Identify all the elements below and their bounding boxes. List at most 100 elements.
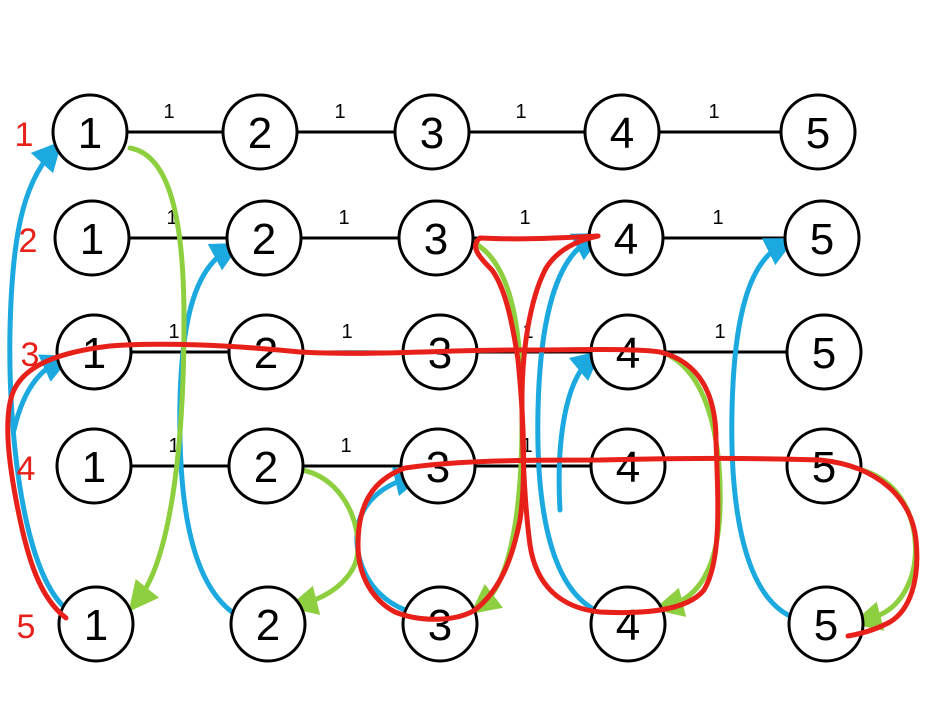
- green-arrow-r4c2-to-r5c2: [287, 467, 361, 615]
- node-label: 1: [80, 215, 104, 264]
- node-r4-c2: 2: [227, 427, 305, 505]
- node-label: 5: [812, 443, 836, 492]
- row-label-5: 5: [17, 608, 36, 646]
- node-circle: [53, 199, 131, 277]
- node-label: 2: [248, 109, 272, 158]
- node-r2-c1: 1: [53, 199, 131, 277]
- edge-label-r4-3: 1: [521, 435, 532, 457]
- node-label: 5: [814, 601, 838, 650]
- blue-arrows: [7, 140, 796, 618]
- edge-label-r3-2: 1: [341, 321, 352, 343]
- node-circle: [221, 93, 299, 171]
- edge-label-r4-1: 1: [168, 435, 179, 457]
- node-circle: [401, 585, 479, 663]
- row-label-4: 4: [17, 450, 36, 488]
- node-label: 3: [424, 215, 448, 264]
- edge-label-r2-2: 1: [338, 207, 349, 229]
- row-label-1: 1: [15, 116, 34, 154]
- node-r3-c1: 1: [55, 313, 133, 391]
- node-r5-c3: 3: [401, 585, 479, 663]
- node-circle: [779, 93, 857, 171]
- node-label: 2: [254, 329, 278, 378]
- node-r3-c5: 5: [785, 313, 863, 391]
- row-labels-layer: 1 2 3 4 5: [15, 116, 40, 646]
- blue-arrow-r5c3-to-r4c3: [354, 466, 425, 613]
- node-label: 1: [82, 443, 106, 492]
- node-r1-c1: 1: [51, 93, 129, 171]
- node-circle: [785, 427, 863, 505]
- edge-label-r1-3: 1: [515, 101, 526, 123]
- node-label: 3: [428, 601, 452, 650]
- node-label: 4: [616, 329, 640, 378]
- node-label: 5: [810, 215, 834, 264]
- node-r2-c2: 2: [225, 199, 303, 277]
- blue-arrow-r4c4-to-r3c4: [556, 350, 602, 513]
- edge-label-r3-1: 1: [168, 321, 179, 343]
- node-label: 3: [420, 109, 444, 158]
- node-r4-c1: 1: [55, 427, 133, 505]
- node-circle: [397, 199, 475, 277]
- red-route-left-loop: [5, 233, 721, 621]
- node-r1-c2: 2: [221, 93, 299, 171]
- edge-label-r1-2: 1: [334, 101, 345, 123]
- node-label: 5: [806, 109, 830, 158]
- node-r4-c4: 4: [589, 427, 667, 505]
- red-route: [5, 233, 920, 639]
- node-circle: [589, 427, 667, 505]
- edges-layer: [127, 130, 787, 468]
- node-circle: [225, 199, 303, 277]
- node-label: 2: [252, 215, 276, 264]
- blue-arrow-r5c1-to-r1c1: [7, 140, 65, 608]
- node-label: 2: [254, 443, 278, 492]
- green-arrow-r1c1-to-r5c1: [127, 145, 187, 612]
- edge-label-r3-4: 1: [714, 321, 725, 343]
- node-label: 5: [812, 329, 836, 378]
- node-circle: [589, 585, 667, 663]
- node-label: 4: [614, 215, 638, 264]
- edge-label-r2-4: 1: [712, 207, 723, 229]
- edge-label-r1-4: 1: [708, 101, 719, 123]
- edge-label-r4-2: 1: [340, 435, 351, 457]
- node-r4-c5: 5: [785, 427, 863, 505]
- node-label: 4: [616, 443, 640, 492]
- row-label-3: 3: [21, 336, 40, 374]
- node-r1-c5: 5: [779, 93, 857, 171]
- node-label: 1: [78, 109, 102, 158]
- blue-arrow-r4c1-to-r3c1: [11, 354, 72, 433]
- blue-arrow-r5c5-to-r2c5: [729, 238, 796, 618]
- node-circle: [785, 313, 863, 391]
- node-circle: [51, 93, 129, 171]
- node-r2-c4: 4: [587, 199, 665, 277]
- edge-label-r2-3: 1: [519, 207, 530, 229]
- node-circle: [55, 427, 133, 505]
- node-r1-c4: 4: [583, 93, 661, 171]
- node-circle: [787, 585, 865, 663]
- node-circle: [57, 585, 135, 663]
- red-route-top-crossing: [355, 233, 920, 639]
- row-label-2: 2: [19, 222, 38, 260]
- node-circle: [393, 93, 471, 171]
- node-circle: [227, 427, 305, 505]
- node-circle: [55, 313, 133, 391]
- edge-label-r1-1: 1: [163, 101, 174, 123]
- node-r2-c3: 3: [397, 199, 475, 277]
- edge-label-r2-1: 1: [166, 207, 177, 229]
- node-label: 4: [610, 109, 634, 158]
- node-r1-c3: 3: [393, 93, 471, 171]
- blue-arrow-r5c4-to-r2c4: [535, 232, 604, 613]
- node-circle: [229, 585, 307, 663]
- node-r5-c5: 5: [787, 585, 865, 663]
- blue-arrow-r5c2-to-r2c2: [177, 242, 242, 615]
- node-r5-c4: 4: [589, 585, 667, 663]
- node-r5-c1: 1: [57, 585, 135, 663]
- node-label: 2: [256, 601, 280, 650]
- node-r2-c5: 5: [783, 199, 861, 277]
- node-label: 4: [616, 601, 640, 650]
- node-label: 1: [84, 601, 108, 650]
- node-label: 1: [82, 329, 106, 378]
- node-circle: [583, 93, 661, 171]
- node-r5-c2: 2: [229, 585, 307, 663]
